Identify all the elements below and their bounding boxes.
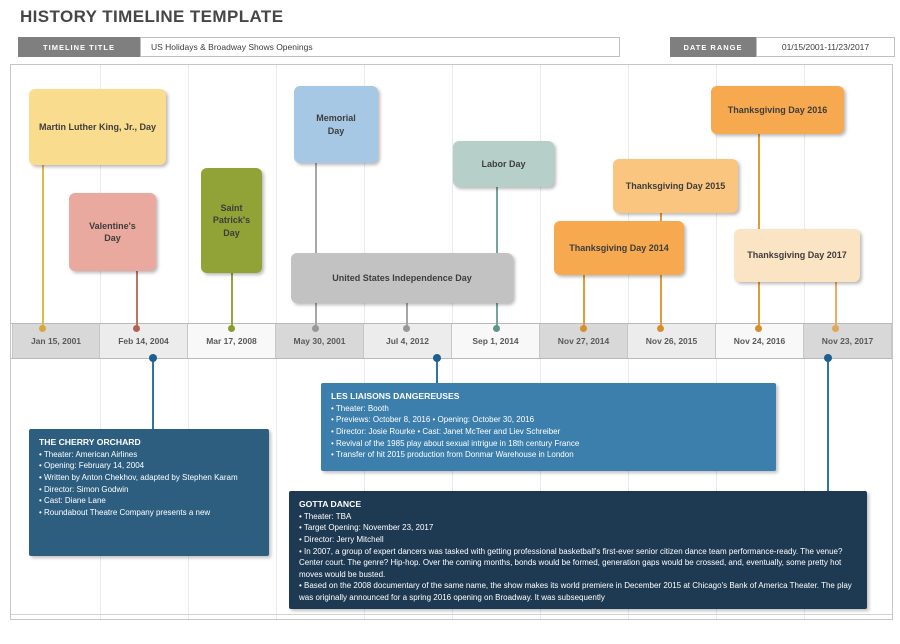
- detail-bullet: • Based on the 2008 documentary of the s…: [299, 581, 852, 603]
- connector-line: [827, 359, 829, 491]
- event-label: Thanksgiving Day 2014: [569, 242, 669, 253]
- connector-line: [152, 359, 154, 429]
- event-label: Thanksgiving Day 2017: [747, 250, 847, 261]
- detail-box-les-liaisons: LES LIAISONS DANGEREUSES • Theater: Boot…: [321, 383, 776, 471]
- event-dot: [755, 325, 762, 332]
- connector-line: [436, 359, 438, 383]
- detail-title: THE CHERRY ORCHARD: [39, 437, 141, 447]
- event-label: Thanksgiving Day 2015: [625, 180, 726, 191]
- detail-title: GOTTA DANCE: [299, 499, 362, 509]
- event-label: Saint Patrick's Day: [212, 203, 251, 238]
- timeline-title-field[interactable]: US Holidays & Broadway Shows Openings: [140, 37, 620, 57]
- detail-bullet: • Director: Josie Rourke • Cast: Janet M…: [331, 427, 561, 437]
- date-cell: May 30, 2001: [276, 324, 364, 358]
- detail-bullet: • Cast: Diane Lane: [39, 496, 106, 506]
- event-stem: [315, 163, 317, 329]
- event-dot: [39, 325, 46, 332]
- event-dot: [133, 325, 140, 332]
- event-box-thanksgiving-2015: Thanksgiving Day 2015: [613, 159, 738, 213]
- event-dot: [657, 325, 664, 332]
- detail-box-gotta-dance: GOTTA DANCE • Theater: TBA • Target Open…: [289, 491, 867, 609]
- detail-bullet: • In 2007, a group of expert dancers was…: [299, 546, 843, 579]
- detail-bullet: • Theater: American Airlines: [39, 449, 138, 459]
- event-box-thanksgiving-2016: Thanksgiving Day 2016: [711, 86, 844, 134]
- event-dot: [228, 325, 235, 332]
- page-title: HISTORY TIMELINE TEMPLATE: [20, 7, 284, 26]
- connector-dot: [824, 354, 832, 362]
- date-cell: Nov 26, 2015: [628, 324, 716, 358]
- event-stem: [231, 273, 233, 329]
- date-range-field[interactable]: 01/15/2001-11/23/2017: [756, 37, 895, 57]
- event-box-thanksgiving-2014: Thanksgiving Day 2014: [554, 221, 684, 275]
- event-dot: [312, 325, 319, 332]
- date-cell: Feb 14, 2004: [100, 324, 188, 358]
- event-box-memorial-day: Memorial Day: [294, 86, 378, 163]
- detail-bullet: • Previews: October 8, 2016 • Opening: O…: [331, 415, 535, 425]
- event-dot: [580, 325, 587, 332]
- detail-bullet: • Roundabout Theatre Company presents a …: [39, 507, 211, 517]
- event-dot: [493, 325, 500, 332]
- detail-title: LES LIAISONS DANGEREUSES: [331, 391, 460, 401]
- event-box-valentines-day: Valentine's Day: [69, 193, 156, 271]
- detail-bullet: • Written by Anton Chekhov, adapted by S…: [39, 473, 238, 483]
- detail-bullet: • Director: Jerry Mitchell: [299, 535, 384, 545]
- detail-box-cherry-orchard: THE CHERRY ORCHARD • Theater: American A…: [29, 429, 269, 556]
- event-label: Memorial Day: [316, 113, 356, 136]
- timeline-canvas: Jan 15, 2001 Feb 14, 2004 Mar 17, 2008 M…: [10, 64, 893, 620]
- event-stem: [406, 303, 408, 329]
- date-cell: Jan 15, 2001: [12, 324, 100, 358]
- detail-bullet: • Opening: February 14, 2004: [39, 461, 145, 471]
- event-box-labor-day: Labor Day: [453, 141, 554, 187]
- event-box-saint-patricks-day: Saint Patrick's Day: [201, 168, 262, 273]
- event-dot: [403, 325, 410, 332]
- event-dot: [832, 325, 839, 332]
- event-box-martin-luther-king-day: Martin Luther King, Jr., Day: [29, 89, 166, 165]
- event-box-thanksgiving-2017: Thanksgiving Day 2017: [734, 229, 860, 282]
- event-box-independence-day: United States Independence Day: [291, 253, 513, 303]
- event-label: Martin Luther King, Jr., Day: [38, 121, 157, 132]
- event-stem: [583, 275, 585, 329]
- event-label: Valentine's Day: [89, 220, 136, 243]
- event-label: Labor Day: [481, 158, 526, 169]
- event-label: Thanksgiving Day 2016: [727, 104, 828, 115]
- event-stem: [42, 165, 44, 329]
- connector-dot: [433, 354, 441, 362]
- detail-bullet: • Revival of the 1985 play about sexual …: [331, 438, 580, 448]
- event-label: United States Independence Day: [332, 272, 472, 283]
- date-cell: Nov 23, 2017: [804, 324, 892, 358]
- connector-dot: [149, 354, 157, 362]
- event-stem: [136, 271, 138, 329]
- bottom-rule: [11, 614, 892, 615]
- detail-bullet: • Director: Simon Godwin: [39, 484, 129, 494]
- date-range-label: DATE RANGE: [670, 37, 756, 57]
- event-stem: [835, 282, 837, 329]
- timeline-title-label: TIMELINE TITLE: [18, 37, 140, 57]
- detail-bullet: • Transfer of hit 2015 production from D…: [331, 450, 574, 460]
- detail-bullet: • Theater: Booth: [331, 403, 389, 413]
- detail-bullet: • Theater: TBA: [299, 511, 352, 521]
- detail-bullet: • Target Opening: November 23, 2017: [299, 523, 434, 533]
